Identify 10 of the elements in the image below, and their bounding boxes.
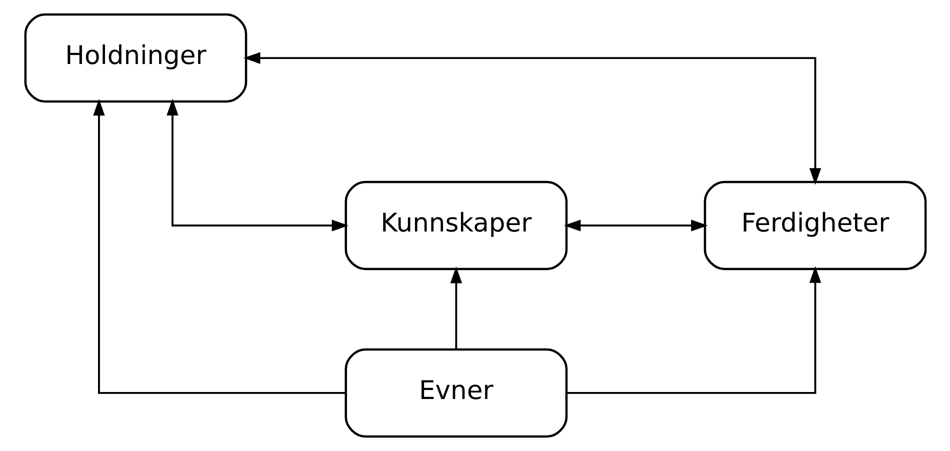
arrow — [243, 52, 821, 185]
node-box: Ferdigheter — [703, 180, 926, 270]
arrow — [166, 98, 348, 232]
arrow — [563, 220, 708, 232]
arrow — [92, 98, 346, 394]
arrow — [450, 266, 462, 350]
node-box: Holdninger — [24, 13, 247, 103]
node-box: Evner — [344, 348, 568, 438]
arrow — [566, 266, 821, 394]
node-box: Kunnskaper — [344, 180, 568, 270]
